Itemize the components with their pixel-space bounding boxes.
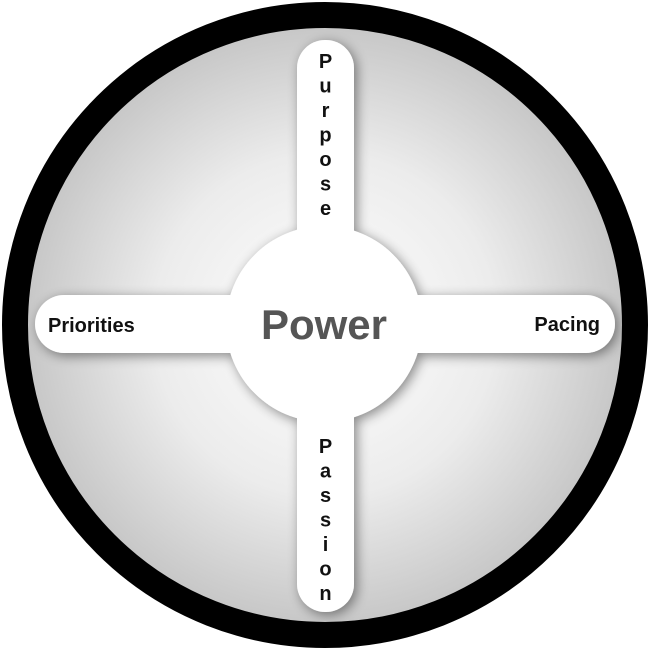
- center-circle: [226, 226, 422, 422]
- center-label: Power: [261, 301, 387, 348]
- spoke-label-top-wrap: Purpose: [297, 51, 354, 223]
- spoke-label-left: Priorities: [48, 315, 135, 337]
- spoke-label-right: Pacing: [534, 314, 600, 336]
- cross-shape: [35, 40, 615, 612]
- spoke-label-top: Purpose: [314, 51, 337, 223]
- spoke-label-bottom-wrap: Passion: [297, 436, 354, 608]
- spoke-label-bottom: Passion: [314, 436, 337, 608]
